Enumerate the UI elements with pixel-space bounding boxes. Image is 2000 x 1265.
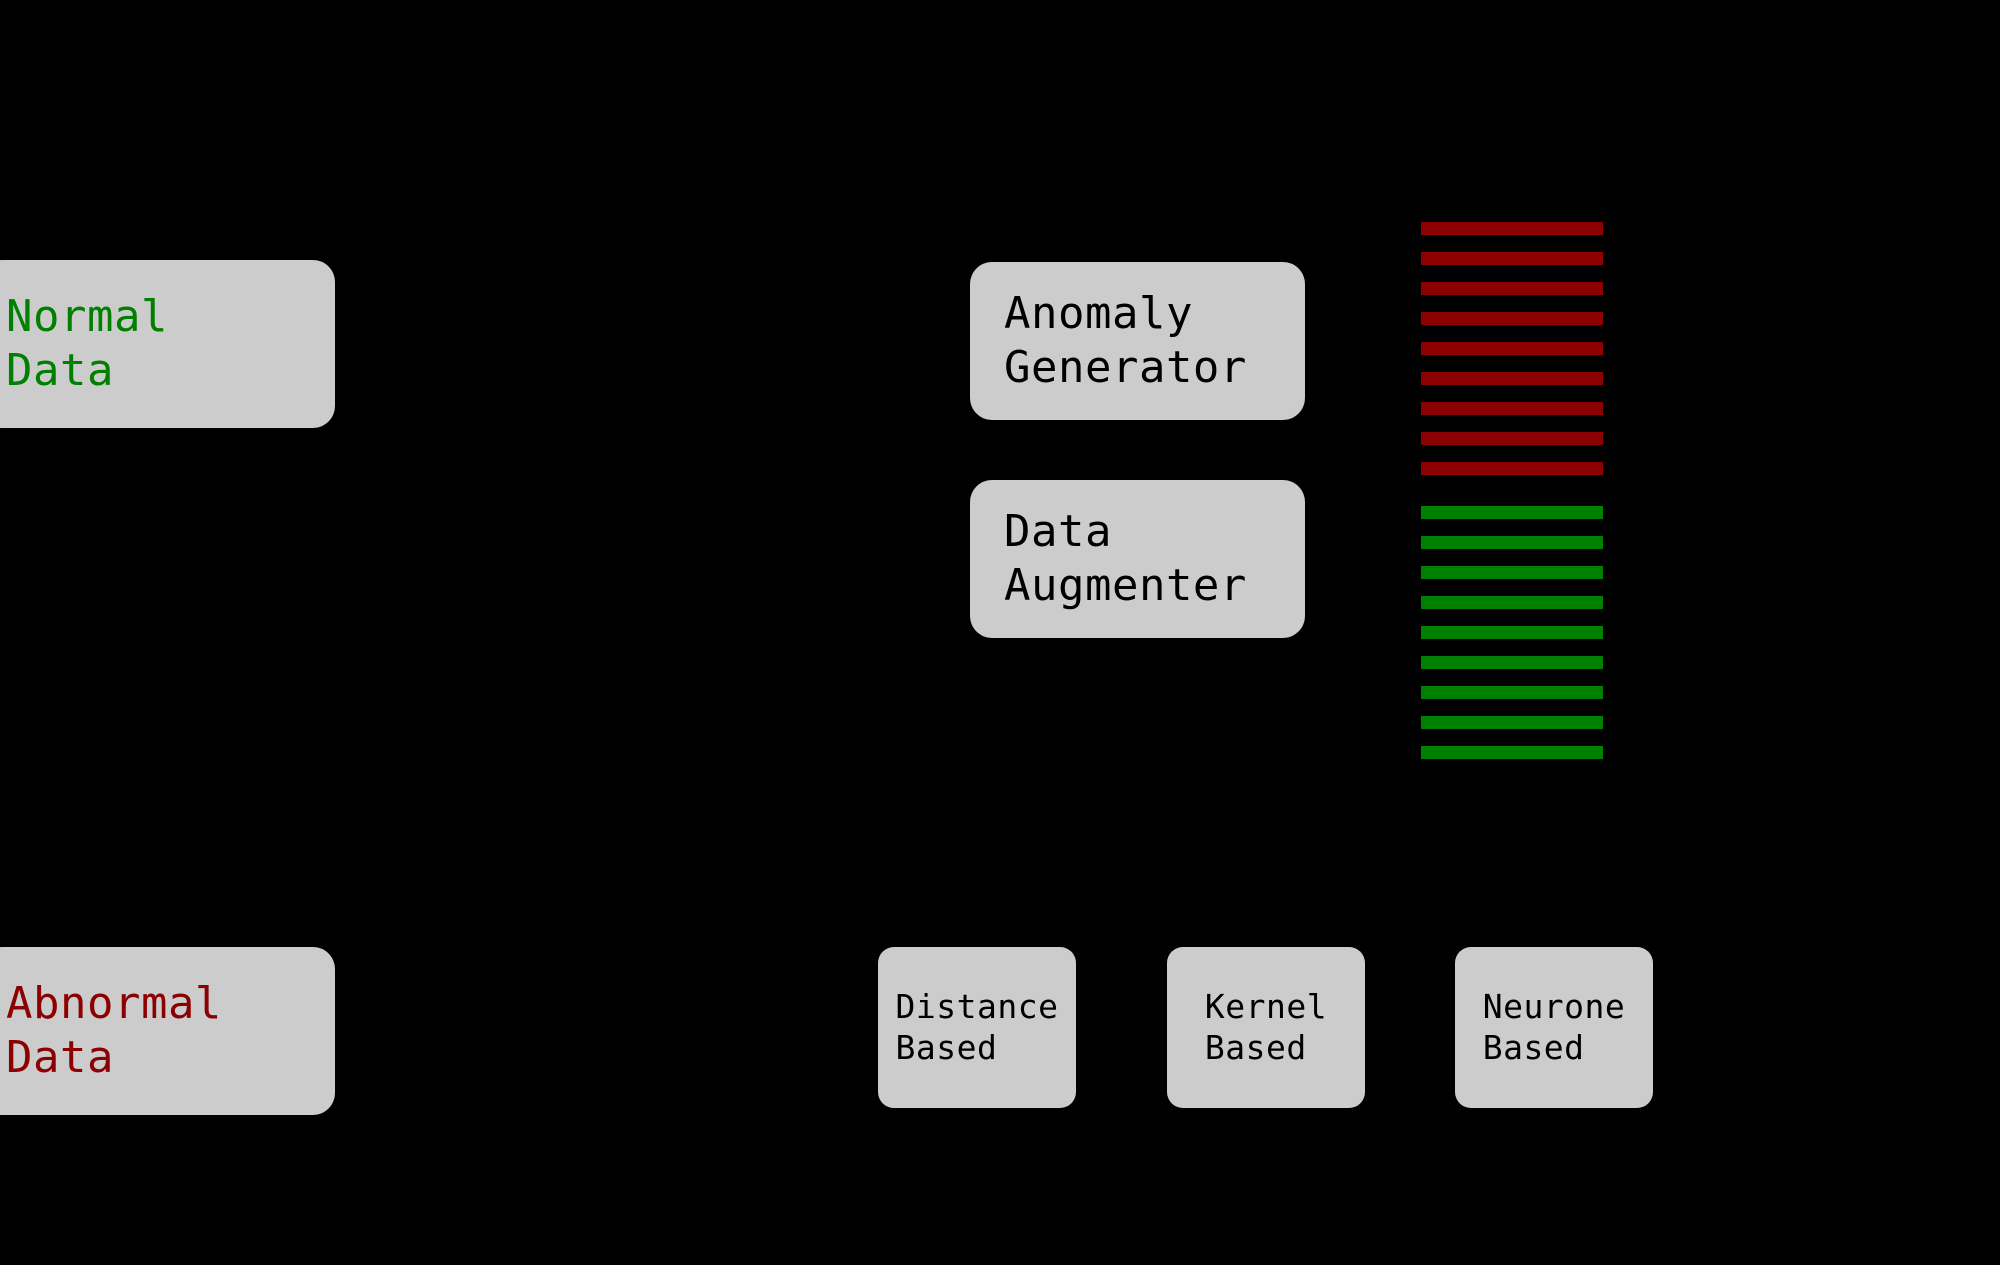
node-neurone-based-line1: Neurone bbox=[1482, 987, 1626, 1027]
stripe-normal bbox=[1421, 596, 1603, 609]
node-normal-data-line2: Data bbox=[6, 345, 114, 396]
stripe-abnormal bbox=[1421, 282, 1603, 295]
stripe-abnormal bbox=[1421, 372, 1603, 385]
node-distance-based-line2: Based bbox=[895, 1027, 998, 1067]
stripe-normal bbox=[1421, 626, 1603, 639]
node-neurone-based[interactable]: Neurone Based bbox=[1455, 947, 1653, 1108]
node-data-augmenter[interactable]: Data Augmenter bbox=[970, 480, 1305, 638]
stripe-normal bbox=[1421, 536, 1603, 549]
stripe-abnormal bbox=[1421, 402, 1603, 415]
node-anomaly-generator-line1: Anomaly bbox=[1004, 288, 1193, 340]
stripe-abnormal bbox=[1421, 252, 1603, 265]
node-kernel-based[interactable]: Kernel Based bbox=[1167, 947, 1365, 1108]
stripe-abnormal bbox=[1421, 462, 1603, 475]
stripe-normal bbox=[1421, 716, 1603, 729]
stripe-normal bbox=[1421, 506, 1603, 519]
node-distance-based[interactable]: Distance Based bbox=[878, 947, 1076, 1108]
stripe-abnormal bbox=[1421, 342, 1603, 355]
stripe-normal bbox=[1421, 686, 1603, 699]
node-data-augmenter-line2: Augmenter bbox=[1004, 560, 1247, 611]
stripe-abnormal bbox=[1421, 312, 1603, 325]
node-anomaly-generator[interactable]: Anomaly Generator bbox=[970, 262, 1305, 420]
node-data-augmenter-line1: Data bbox=[1004, 506, 1112, 558]
stripe-normal bbox=[1421, 566, 1603, 579]
stripe-normal bbox=[1421, 746, 1603, 759]
node-abnormal-data-line1: Abnormal bbox=[6, 978, 222, 1030]
stripe-normal bbox=[1421, 656, 1603, 669]
node-kernel-based-line2: Based bbox=[1204, 1027, 1307, 1067]
node-abnormal-data-line2: Data bbox=[6, 1032, 114, 1083]
stripe-abnormal bbox=[1421, 432, 1603, 445]
sample-stripe-stack bbox=[1421, 222, 1603, 776]
node-neurone-based-line2: Based bbox=[1482, 1027, 1585, 1067]
node-anomaly-generator-line2: Generator bbox=[1004, 342, 1247, 393]
node-normal-data-line1: Normal bbox=[6, 291, 168, 343]
node-distance-based-line1: Distance bbox=[895, 987, 1059, 1027]
node-abnormal-data[interactable]: Abnormal Data bbox=[0, 947, 335, 1115]
node-kernel-based-line1: Kernel bbox=[1204, 987, 1328, 1027]
node-normal-data[interactable]: Normal Data bbox=[0, 260, 335, 428]
stripe-abnormal bbox=[1421, 222, 1603, 235]
